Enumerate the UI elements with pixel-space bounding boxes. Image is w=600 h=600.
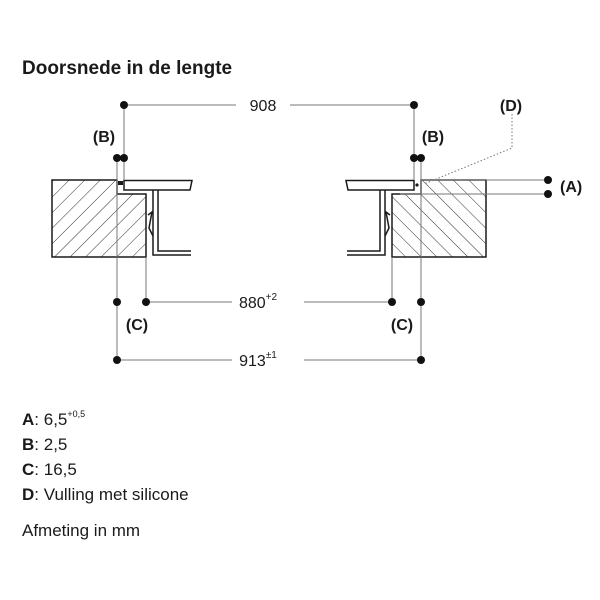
callout-c-right: (C) (391, 317, 413, 334)
callout-b-left: (B) (93, 129, 115, 146)
dimension-dots (113, 101, 552, 364)
dim-880: 880+2 (239, 292, 278, 312)
callout-b-right: (B) (422, 129, 444, 146)
legend-item-d: D: Vulling met silicone (22, 485, 189, 504)
legend-item-b: B: 2,5 (22, 435, 68, 454)
dim-880-tol: +2 (266, 292, 278, 303)
right-seal (384, 210, 391, 237)
left-hob-glass (123, 179, 193, 191)
left-seal (147, 210, 154, 237)
dim-913-value: 913 (239, 353, 266, 370)
dim-913: 913±1 (239, 350, 277, 370)
right-silicone-joint (415, 183, 419, 187)
right-section (345, 179, 487, 258)
right-countertop (391, 179, 487, 258)
left-silicone-joint (118, 181, 123, 185)
callout-a: (A) (560, 179, 582, 196)
callout-c-left: (C) (126, 317, 148, 334)
left-bracket (152, 190, 191, 256)
unit-note: Afmeting in mm (22, 521, 141, 540)
legend-item-a: A: 6,5+0,5 (22, 409, 86, 429)
dim-913-tol: ±1 (266, 350, 277, 361)
dim-880-value: 880 (239, 295, 266, 312)
right-bracket (347, 190, 386, 256)
callout-d: (D) (500, 98, 522, 115)
left-section (51, 179, 193, 258)
legend-item-c: C: 16,5 (22, 460, 77, 479)
dimension-lines (116, 104, 548, 361)
diagram-title: Doorsnede in de lengte (22, 58, 233, 79)
legend: A: 6,5+0,5 B: 2,5 C: 16,5 D: Vulling met… (22, 402, 189, 507)
right-hob-glass (345, 179, 415, 191)
left-countertop (51, 179, 147, 258)
dim-908: 908 (250, 98, 277, 115)
